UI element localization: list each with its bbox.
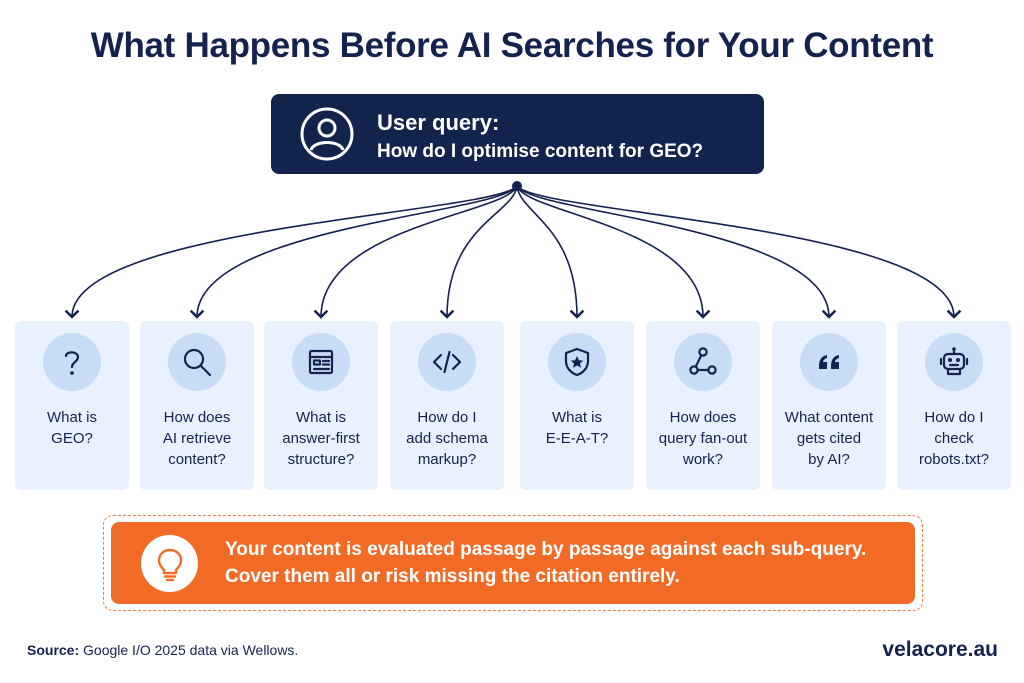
connector-arrow bbox=[516, 185, 962, 319]
connector-arrow bbox=[313, 185, 518, 319]
subquery-label: How do I check robots.txt? bbox=[918, 409, 990, 468]
subquery-card: What is E-E-A-T? bbox=[520, 321, 634, 490]
subquery-card: How do I check robots.txt? bbox=[897, 321, 1011, 490]
connector-arrow bbox=[516, 185, 585, 319]
subquery-label: What content gets cited by AI? bbox=[784, 409, 874, 468]
page-title: What Happens Before AI Searches for Your… bbox=[90, 26, 934, 65]
subquery-card: How does AI retrieve content? bbox=[140, 321, 254, 490]
subquery-card: What is answer-first structure? bbox=[264, 321, 378, 490]
subquery-label: What is GEO? bbox=[46, 409, 97, 447]
magnifier-icon bbox=[168, 333, 226, 391]
subquery-label: How do I add schema markup? bbox=[406, 409, 488, 468]
subquery-label: How does query fan-out work? bbox=[658, 409, 748, 468]
connector-arrow bbox=[439, 185, 518, 319]
subquery-card: How do I add schema markup? bbox=[390, 321, 504, 490]
fan-out-origin-dot bbox=[512, 181, 522, 191]
query-label: User query: bbox=[377, 110, 500, 135]
callout-line-2: Cover them all or risk missing the citat… bbox=[225, 566, 680, 587]
subquery-card: What content gets cited by AI? bbox=[772, 321, 886, 490]
query-question: How do I optimise content for GEO? bbox=[377, 141, 704, 162]
callout-box: Your content is evaluated passage by pas… bbox=[111, 522, 915, 604]
subquery-label: How does AI retrieve content? bbox=[162, 409, 232, 468]
robot-icon bbox=[925, 333, 983, 391]
shield-star-icon bbox=[548, 333, 606, 391]
connector-arrow bbox=[189, 185, 518, 319]
nodes-icon bbox=[674, 333, 732, 391]
source-label: Source: bbox=[27, 642, 80, 658]
layout-icon bbox=[292, 333, 350, 391]
callout-line-1: Your content is evaluated passage by pas… bbox=[225, 539, 867, 560]
source-note: Source: Google I/O 2025 data via Wellows… bbox=[27, 642, 298, 658]
subquery-card: How does query fan-out work? bbox=[646, 321, 760, 490]
quote-icon bbox=[800, 333, 858, 391]
callout-border bbox=[103, 515, 923, 611]
user-avatar-icon bbox=[300, 107, 354, 161]
source-text: Google I/O 2025 data via Wellows. bbox=[83, 642, 299, 658]
connector-arrow bbox=[516, 185, 837, 319]
user-query-box: User query: How do I optimise content fo… bbox=[271, 94, 764, 174]
connector-arrow bbox=[516, 185, 711, 319]
brand-name: velacore.au bbox=[882, 638, 998, 661]
connector-arrow bbox=[64, 185, 518, 319]
lightbulb-icon bbox=[141, 535, 198, 592]
subquery-card: What is GEO? bbox=[15, 321, 129, 490]
subquery-label: What is E-E-A-T? bbox=[545, 409, 609, 447]
subquery-label: What is answer-first structure? bbox=[282, 409, 360, 468]
question-mark-icon bbox=[43, 333, 101, 391]
code-icon bbox=[418, 333, 476, 391]
